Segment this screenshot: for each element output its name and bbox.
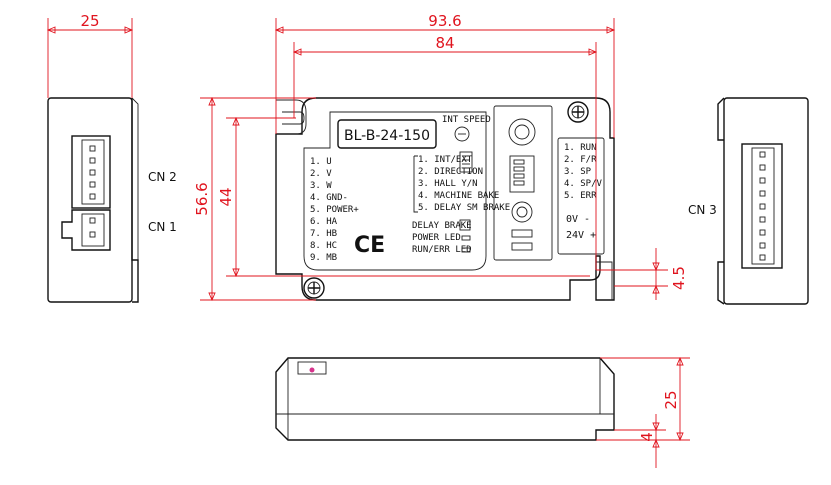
dim-total-height: 56.6	[193, 182, 211, 215]
model-label-box	[337, 119, 437, 149]
delay-brake-knob[interactable]	[459, 219, 471, 231]
dip-func-1: 1. INT/EXT	[418, 155, 473, 165]
power-led	[461, 235, 471, 241]
control-pin-3: 3. SP	[564, 167, 592, 177]
cn3-connector	[741, 143, 783, 269]
power-neg-label: 0V -	[566, 214, 590, 225]
motor-pin-8: 8. HC	[310, 241, 337, 251]
motor-pin-3: 3. W	[310, 181, 332, 191]
dim-total-length: 93.6	[428, 12, 461, 30]
control-window	[493, 105, 553, 261]
cn1-connector	[61, 209, 111, 251]
power-led-label: POWER LED	[412, 233, 461, 243]
motor-pin-2: 2. V	[310, 169, 332, 179]
bottom-view: 25 4	[275, 356, 690, 468]
int-speed-knob[interactable]	[454, 126, 470, 142]
front-view: BL-B-24-150 INT SPEED 1. U 2. V 3. W 4. …	[275, 97, 615, 301]
motor-pin-4: 4. GND-	[310, 193, 348, 203]
screw-top-right	[567, 101, 589, 123]
left-side-view: 25	[46, 12, 139, 303]
dip-block[interactable]	[509, 155, 535, 193]
dim-offset: 4.5	[670, 266, 688, 290]
motor-pin-7: 7. HB	[310, 229, 337, 239]
motor-pin-5: 5. POWER+	[310, 205, 359, 215]
delay-brake-label: DELAY BRAKE	[412, 221, 472, 231]
power-pos-label: 24V +	[566, 230, 596, 241]
cn2-connector	[71, 135, 111, 209]
motor-pin-9: 9. MB	[310, 253, 337, 263]
dip-func-4: 4. MACHINE BAKE	[418, 191, 499, 201]
control-pin-4: 4. SP/V	[564, 179, 603, 189]
motor-pin-1: 1. U	[310, 157, 332, 167]
cn3-label: CN 3	[688, 203, 717, 217]
dim-hole-spacing: 84	[435, 34, 454, 52]
motor-pin-6: 6. HA	[310, 217, 338, 227]
rotary-switch-bottom[interactable]	[511, 201, 533, 223]
int-speed-label: INT SPEED	[442, 115, 491, 125]
dim-thickness: 25	[662, 390, 680, 409]
control-pin-5: 5. ERR	[564, 191, 597, 201]
dim-hole-height: 44	[217, 187, 235, 206]
run-err-led	[461, 247, 471, 253]
cn1-label: CN 1	[148, 220, 177, 234]
dim-base: 4	[638, 432, 656, 442]
front-dimensions: 93.6 84 56.6 44 4.5	[193, 12, 688, 302]
run-err-led-label: RUN/ERR LED	[412, 245, 472, 255]
rotary-switch-top[interactable]	[508, 118, 536, 146]
cn3-pins	[759, 151, 766, 261]
ce-mark: CE	[354, 233, 385, 258]
speed-knob-side[interactable]	[297, 361, 327, 375]
dip-switch[interactable]	[459, 151, 473, 173]
control-pin-1: 1. RUN	[564, 143, 597, 153]
control-pin-2: 2. F/R	[564, 155, 597, 165]
dip-func-2: 2. DIRECTION	[418, 167, 483, 177]
dim-side-width: 25	[80, 12, 99, 30]
right-side-view	[717, 97, 809, 305]
model-name: BL-B-24-150	[344, 128, 430, 144]
dip-func-3: 3. HALL Y/N	[418, 179, 478, 189]
cn2-pins	[89, 145, 96, 200]
dip-func-5: 5. DELAY SM BRAKE	[418, 203, 510, 213]
cn2-label: CN 2	[148, 170, 177, 184]
screw-bottom-left	[303, 277, 325, 299]
